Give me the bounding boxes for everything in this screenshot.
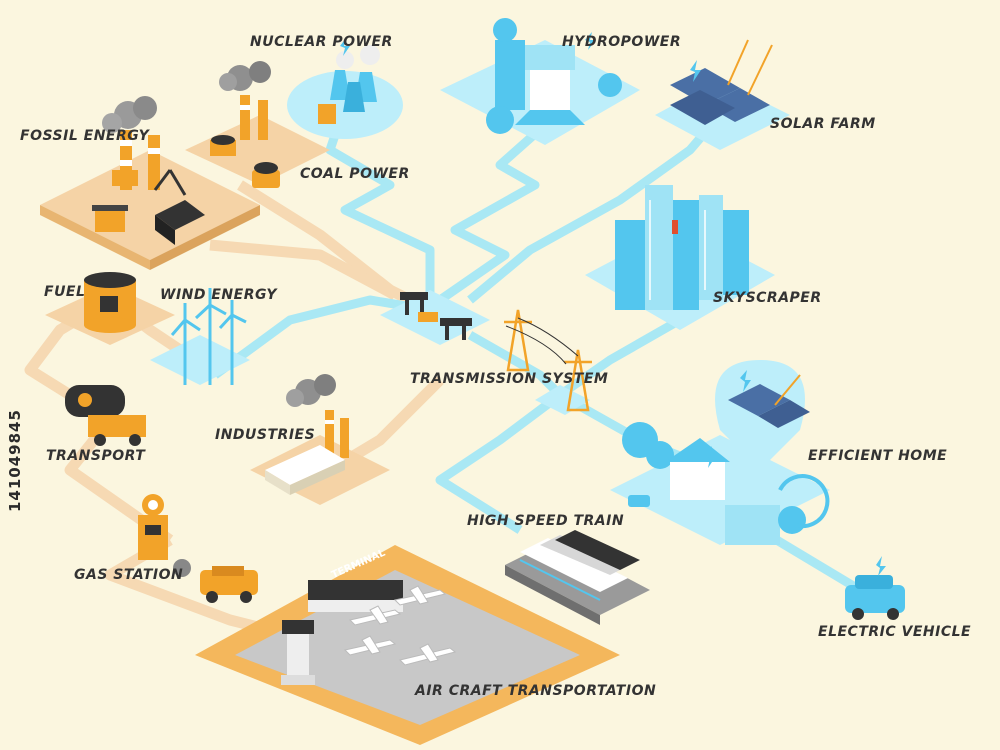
label-electric-vehicle: ELECTRIC VEHICLE — [818, 624, 972, 640]
wind-turbines-illustration — [170, 288, 247, 385]
electric-vehicle-illustration — [845, 556, 905, 620]
efficient-home-illustration — [622, 360, 830, 545]
label-coal-power: COAL POWER — [300, 166, 410, 182]
transport-truck-illustration — [65, 385, 146, 446]
label-fuel: FUEL — [44, 284, 86, 300]
label-high-speed-train: HIGH SPEED TRAIN — [467, 513, 625, 529]
transmission-illustration — [400, 292, 592, 412]
hydropower-illustration — [486, 18, 622, 134]
high-speed-train-illustration — [505, 530, 650, 625]
fossil-energy-illustration — [92, 96, 205, 245]
airport-illustration — [281, 580, 457, 685]
label-fossil-energy: FOSSIL ENERGY — [20, 128, 150, 144]
label-transport: TRANSPORT — [46, 448, 146, 464]
label-wind-energy: WIND ENERGY — [160, 287, 278, 303]
label-nuclear-power: NUCLEAR POWER — [250, 34, 393, 50]
label-air-craft-transportation: AIR CRAFT TRANSPORTATION — [415, 683, 657, 699]
label-skyscraper: SKYSCRAPER — [713, 290, 822, 306]
gas-station-illustration — [138, 494, 258, 603]
label-hydropower: HYDROPOWER — [562, 34, 682, 50]
skyscraper-illustration — [615, 185, 749, 310]
coal-power-illustration — [210, 61, 280, 188]
label-transmission-system: TRANSMISSION SYSTEM — [410, 371, 609, 387]
fuel-tank-illustration — [84, 272, 136, 333]
label-solar-farm: SOLAR FARM — [770, 116, 876, 132]
label-gas-station: GAS STATION — [74, 567, 184, 583]
transmission-tile — [380, 290, 590, 415]
airport-tile — [195, 545, 620, 745]
fossil-energy-tile — [40, 150, 260, 270]
coal-power-tile — [185, 115, 330, 185]
stock-id-watermark: 141049845 — [6, 409, 24, 512]
nuclear-power-illustration — [318, 38, 380, 124]
wind-energy-tile — [150, 335, 250, 385]
industries-illustration — [265, 374, 349, 495]
label-efficient-home: EFFICIENT HOME — [808, 448, 948, 464]
solar-farm-illustration — [670, 39, 773, 125]
label-industries: INDUSTRIES — [215, 427, 316, 443]
